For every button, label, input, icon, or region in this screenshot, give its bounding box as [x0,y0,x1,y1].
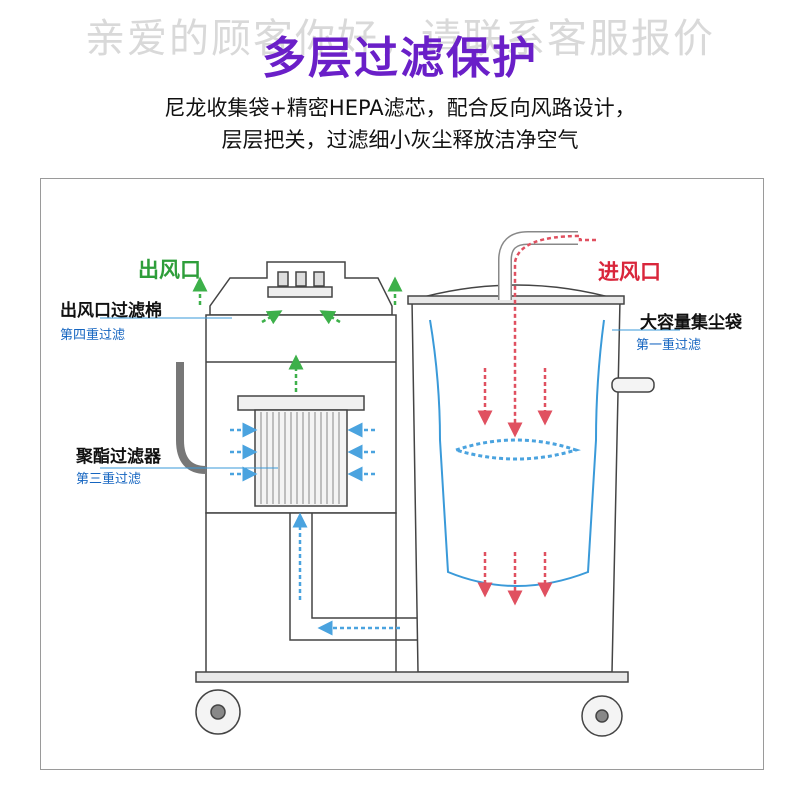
inlet-label: 进风口 [598,260,661,284]
outlet-label: 出风口 [138,258,201,282]
outlet-filter-label: 出风口过滤棉 [60,301,162,321]
subtitle-line-1: 尼龙收集袋+精密HEPA滤芯，配合反向风路设计， [164,96,636,120]
outlet-air-arrows [192,276,403,392]
switch [295,271,307,287]
dust-bag-stage: 第一重过滤 [636,338,702,353]
polyester-filter-stage: 第三重过滤 [76,472,142,487]
control-panel [267,286,333,298]
side-inlet [611,377,655,393]
switch [313,271,325,287]
inlet-air-arrows [477,234,596,606]
internal-air-arrows [230,422,581,636]
dust-bag [429,319,605,587]
machine-outline [176,231,655,737]
filter-cap [237,395,365,411]
pleated-filter [254,409,348,507]
page-title: 多层过滤保护 [262,33,538,84]
base-frame [195,671,629,683]
side-hose [176,362,207,474]
dust-bag-label: 大容量集尘袋 [640,313,742,333]
subtitle-line-2: 层层把关，过滤细小灰尘释放洁净空气 [221,128,579,152]
watermark-text: 亲爱的顾客你好，请联系客服报价 [85,16,715,62]
polyester-filter-label: 聚酯过滤器 [76,447,161,467]
outlet-filter-stage: 第四重过滤 [60,328,126,343]
switch [277,271,289,287]
